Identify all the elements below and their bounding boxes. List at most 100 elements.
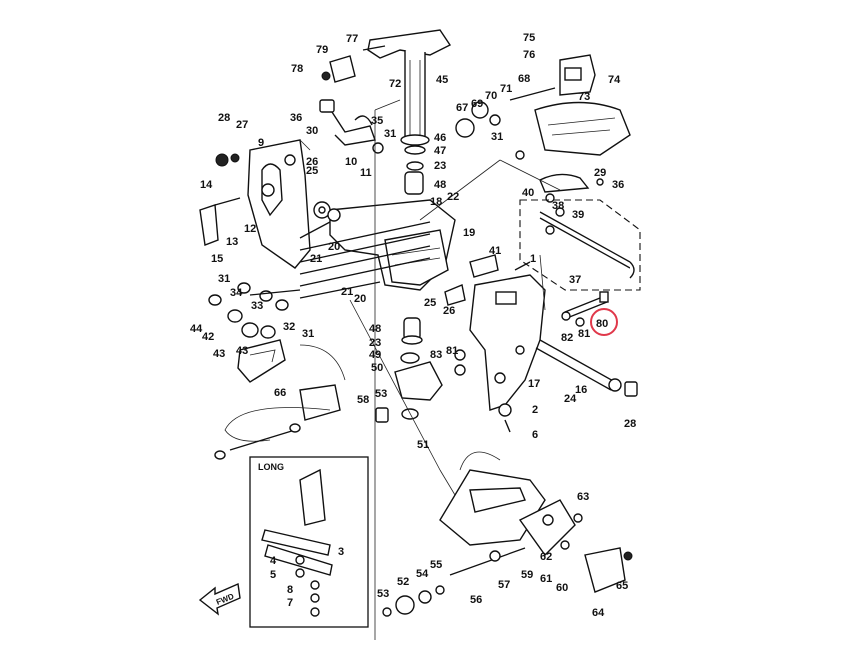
callout-21a: 21 <box>310 253 322 265</box>
callout-81a: 81 <box>446 345 458 357</box>
callout-71: 71 <box>500 83 512 95</box>
throttle-lever-assembly <box>319 99 384 154</box>
callout-81b: 81 <box>578 328 590 340</box>
callout-70: 70 <box>485 90 497 102</box>
callout-36a: 36 <box>290 112 302 124</box>
callout-61: 61 <box>540 573 552 585</box>
inset-label: LONG <box>258 462 284 472</box>
callout-19: 19 <box>463 227 475 239</box>
callout-35: 35 <box>371 115 383 127</box>
callout-23a: 23 <box>434 160 446 172</box>
callout-17: 17 <box>528 378 540 390</box>
callout-12: 12 <box>244 223 256 235</box>
callout-42: 42 <box>202 331 214 343</box>
callout-29: 29 <box>594 167 606 179</box>
callout-25a: 25 <box>306 165 318 177</box>
callout-33: 33 <box>251 300 263 312</box>
callout-26b: 26 <box>443 305 455 317</box>
callout-56: 56 <box>470 594 482 606</box>
callout-80: 80 <box>596 318 608 330</box>
callout-65: 65 <box>616 580 628 592</box>
callout-59: 59 <box>521 569 533 581</box>
callout-72: 72 <box>389 78 401 90</box>
callout-79: 79 <box>316 44 328 56</box>
callout-28a: 28 <box>218 112 230 124</box>
callout-11: 11 <box>360 167 372 179</box>
callout-75: 75 <box>523 32 535 44</box>
callout-9: 9 <box>258 137 264 149</box>
callout-83: 83 <box>430 349 442 361</box>
callout-25b: 25 <box>424 297 436 309</box>
callout-15: 15 <box>211 253 223 265</box>
callout-52: 52 <box>397 576 409 588</box>
callout-28b: 28 <box>624 418 636 430</box>
callout-45: 45 <box>436 74 448 86</box>
callout-3: 3 <box>338 546 344 558</box>
callout-50: 50 <box>371 362 383 374</box>
callout-14: 14 <box>200 179 213 191</box>
callout-68: 68 <box>518 73 530 85</box>
callout-38: 38 <box>552 200 564 212</box>
callout-55: 55 <box>430 559 442 571</box>
callout-54: 54 <box>416 568 429 580</box>
forward-arrow-icon: FWD <box>198 582 241 616</box>
callout-36b: 36 <box>612 179 624 191</box>
callout-69: 69 <box>471 98 483 110</box>
callout-48b: 48 <box>369 323 381 335</box>
callout-2: 2 <box>532 404 538 416</box>
callout-53a: 53 <box>375 388 387 400</box>
upper-right-mounting-parts <box>455 54 631 235</box>
callout-32: 32 <box>283 321 295 333</box>
callout-27: 27 <box>236 119 248 131</box>
callout-5: 5 <box>270 569 276 581</box>
callout-43b: 43 <box>236 345 248 357</box>
callout-48a: 48 <box>434 179 446 191</box>
callout-37: 37 <box>569 274 581 286</box>
callout-62: 62 <box>540 551 552 563</box>
callout-16: 16 <box>575 384 587 396</box>
callout-6: 6 <box>532 429 538 441</box>
callout-4: 4 <box>270 555 277 567</box>
callout-1: 1 <box>530 253 536 265</box>
callout-77: 77 <box>346 33 358 45</box>
highlight-circle-80 <box>590 308 618 336</box>
callout-30: 30 <box>306 125 318 137</box>
right-clamp-bracket <box>444 261 546 433</box>
callout-44: 44 <box>190 323 203 335</box>
callout-20a: 20 <box>328 241 340 253</box>
callout-18: 18 <box>430 196 442 208</box>
callout-63: 63 <box>577 491 589 503</box>
callout-40: 40 <box>522 187 534 199</box>
callout-21b: 21 <box>341 286 353 298</box>
callout-78: 78 <box>291 63 303 75</box>
callout-46: 46 <box>434 132 446 144</box>
callout-10: 10 <box>345 156 357 168</box>
lower-drive-housing <box>382 451 633 617</box>
callout-31b: 31 <box>491 131 503 143</box>
callout-66: 66 <box>274 387 286 399</box>
callout-8: 8 <box>287 584 293 596</box>
callout-23b: 23 <box>369 337 381 349</box>
callout-76: 76 <box>523 49 535 61</box>
callout-64: 64 <box>592 607 605 619</box>
callout-73: 73 <box>578 91 590 103</box>
callout-26a: 26 <box>306 156 318 168</box>
swivel-bracket-body <box>299 199 499 423</box>
callout-13: 13 <box>226 236 238 248</box>
steering-column-assembly <box>321 29 452 195</box>
lower-left-linkage <box>208 282 346 460</box>
callout-67: 67 <box>456 102 468 114</box>
callout-7: 7 <box>287 597 293 609</box>
left-clamp-bracket <box>199 139 311 269</box>
callout-24: 24 <box>564 393 577 405</box>
callout-39: 39 <box>572 209 584 221</box>
callout-22: 22 <box>447 191 459 203</box>
callout-53b: 53 <box>377 588 389 600</box>
callout-57: 57 <box>498 579 510 591</box>
callout-74: 74 <box>608 74 621 86</box>
callout-41: 41 <box>489 245 501 257</box>
callout-31a: 31 <box>384 128 396 140</box>
callout-labels: 1 2 3 4 5 6 7 8 9 10 11 12 13 14 15 16 1… <box>190 32 636 619</box>
callout-34: 34 <box>230 287 243 299</box>
